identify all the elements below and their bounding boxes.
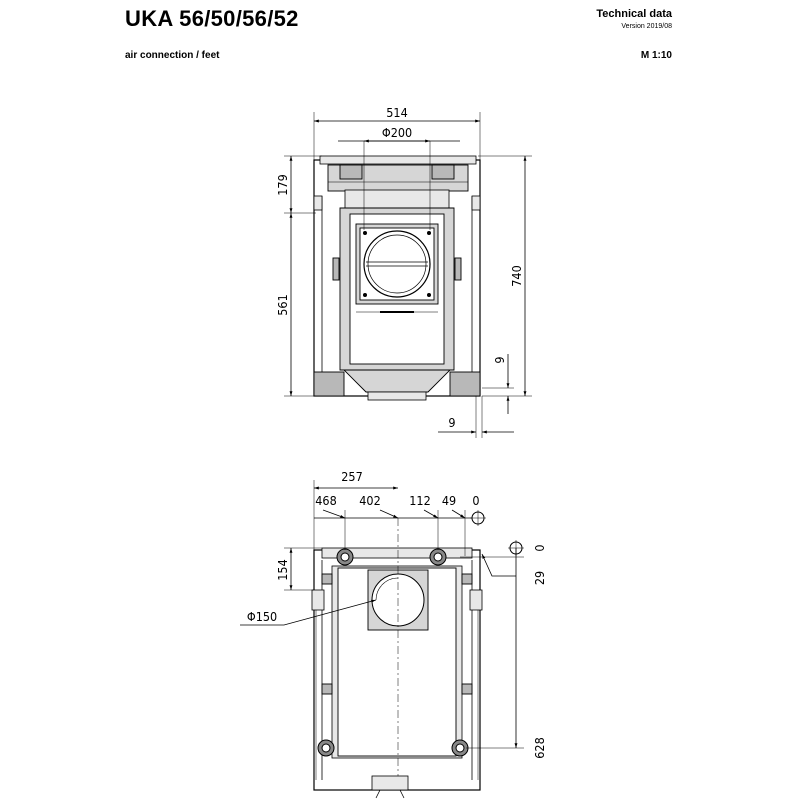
foot-bottom-left	[317, 739, 335, 757]
dim-9-vertical: 9	[492, 356, 507, 363]
dim-phi150: Φ150	[247, 609, 277, 624]
dim-29: 29	[532, 571, 547, 585]
dim-49: 49	[442, 493, 456, 508]
dim-561: 561	[275, 294, 290, 315]
foot-top-left	[336, 548, 354, 566]
front-left-bracket	[339, 164, 363, 180]
page-subtitle: air connection / feet	[125, 50, 220, 61]
dim-9-horizontal: 9	[448, 415, 455, 430]
dim-179: 179	[275, 174, 290, 195]
dim-0-top: 0	[472, 493, 479, 508]
dim-514: 514	[386, 105, 407, 120]
top-handle	[371, 775, 409, 791]
page-title: UKA 56/50/56/52	[125, 6, 299, 31]
foot-top-right	[429, 548, 447, 566]
dim-468: 468	[315, 493, 336, 508]
front-right-bracket	[431, 164, 455, 180]
technical-data-label: Technical data	[596, 8, 672, 20]
version-label: Version 2019/08	[621, 23, 672, 30]
front-top-lid	[319, 155, 477, 165]
top-view: 257 468 402 112 49 0 0 154 29 62	[240, 469, 547, 799]
dim-0-right: 0	[532, 544, 547, 551]
scale-label: M 1:10	[640, 50, 672, 61]
dim-740: 740	[509, 265, 524, 286]
front-left-latch	[332, 257, 340, 281]
dim-402: 402	[359, 493, 380, 508]
dim-257: 257	[341, 469, 362, 484]
front-collar	[344, 189, 450, 209]
front-funnel	[342, 369, 452, 393]
foot-bottom-right	[451, 739, 469, 757]
dim-628: 628	[532, 737, 547, 758]
dim-phi200: Φ200	[382, 125, 412, 140]
front-duct-circle	[363, 230, 431, 298]
dim-154: 154	[275, 559, 290, 580]
front-right-latch	[454, 257, 462, 281]
front-view: 514 Φ200 179 561 740 9 9	[275, 105, 532, 438]
dim-112: 112	[409, 493, 430, 508]
front-outlet	[367, 391, 427, 401]
